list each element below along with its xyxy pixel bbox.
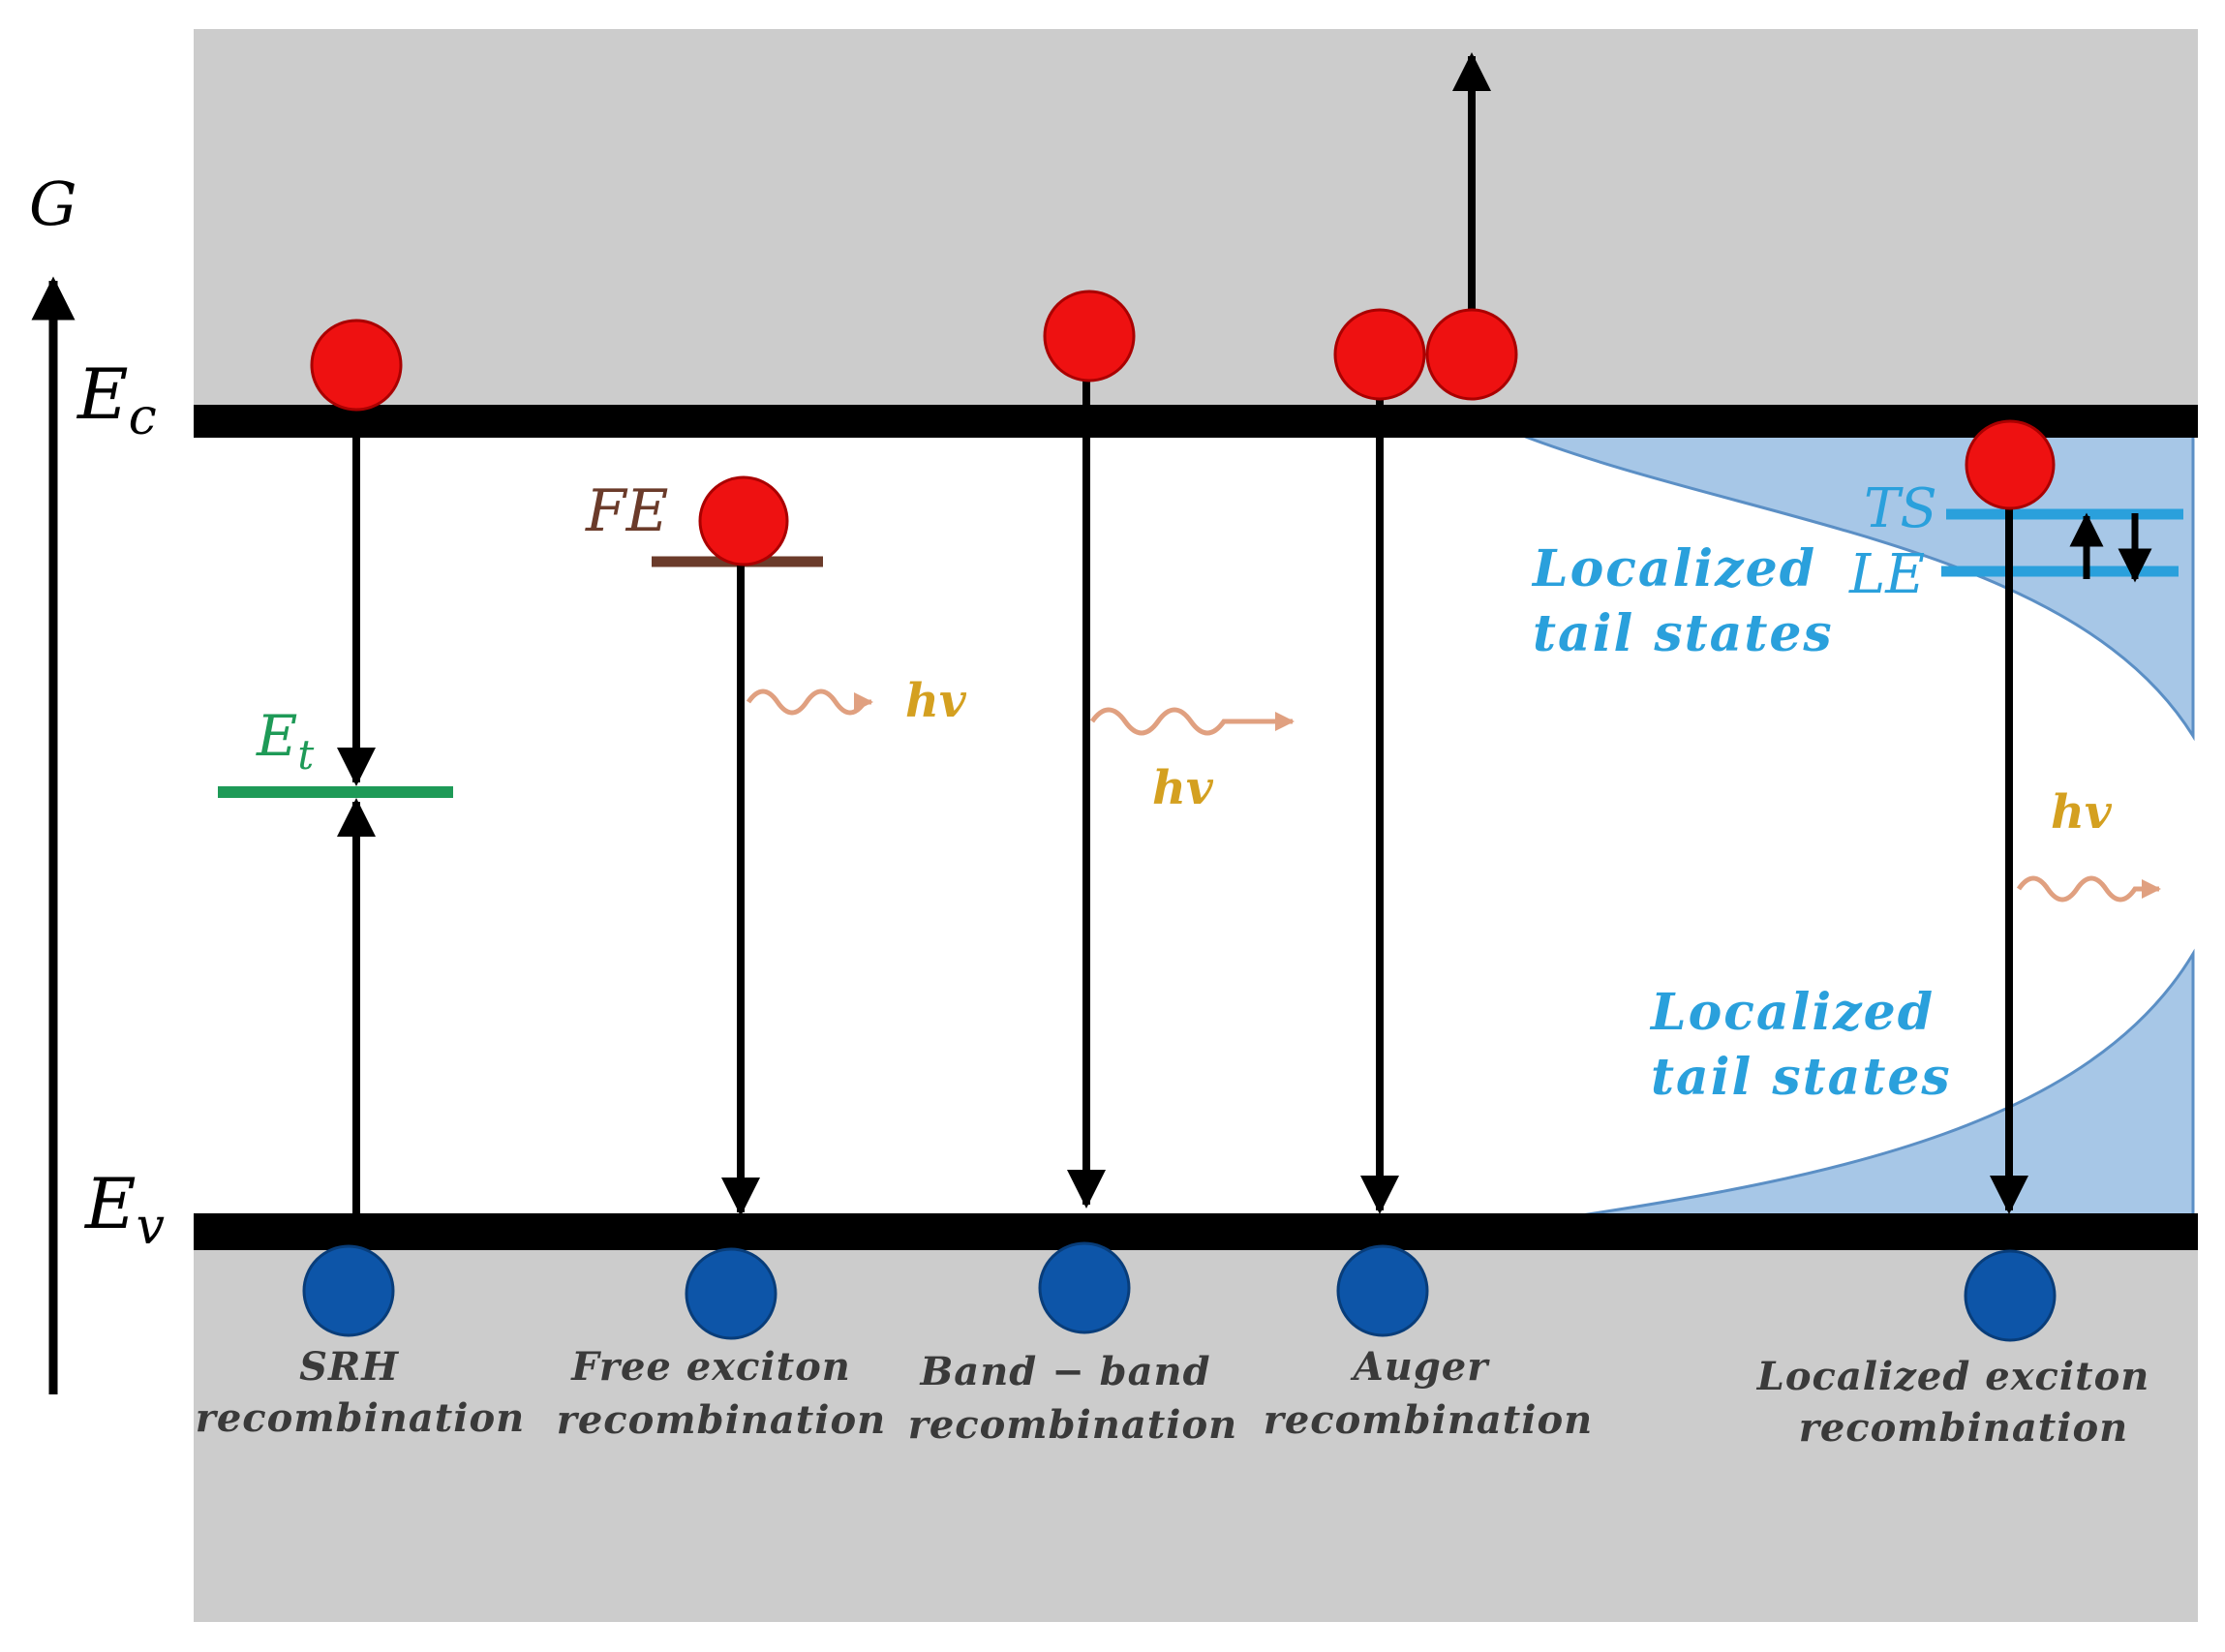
caption-srh: SRH recombination [196,1344,525,1441]
caption-localized-exciton: Localized exciton recombination [1756,1354,2165,1451]
lower-tail-states-region [1568,948,2195,1219]
caption-band-band: Band − band recombination [908,1349,1237,1448]
caption-auger: Auger recombination [1264,1344,1593,1443]
photon-label: hv [905,674,967,728]
ev-label: Ev [83,1163,165,1256]
photon-wave [1089,707,1295,736]
hole [1336,1244,1429,1337]
ts-label: TS [1864,477,1937,540]
tail-states-label-upper: Localized tail states [1531,539,1836,663]
photon-label: hv [1152,761,1214,815]
valence-band-edge [194,1213,2198,1250]
hole [302,1244,395,1337]
caption-free-exciton: Free exciton recombination [557,1344,886,1443]
photon-wave [746,688,873,716]
photon-wave [2016,875,2161,902]
hole [1038,1241,1131,1334]
electron [1043,290,1136,382]
band-gap [194,421,2198,1227]
free-exciton-label: FE [585,477,668,545]
electron [698,475,789,566]
energy-axis-label: G [29,168,77,239]
electron [310,319,403,412]
hole [685,1247,777,1340]
conduction-band-edge [194,405,2198,438]
hole [1964,1249,2057,1342]
electron [1425,308,1518,401]
trap-level-label: Et [256,703,314,779]
electron [1333,308,1426,401]
le-label: LE [1848,543,1925,606]
tail-states-label-lower: Localized tail states [1649,983,1954,1107]
ec-label: Ec [76,353,157,446]
photon-label: hv [2051,785,2113,840]
electron [1965,419,2056,510]
